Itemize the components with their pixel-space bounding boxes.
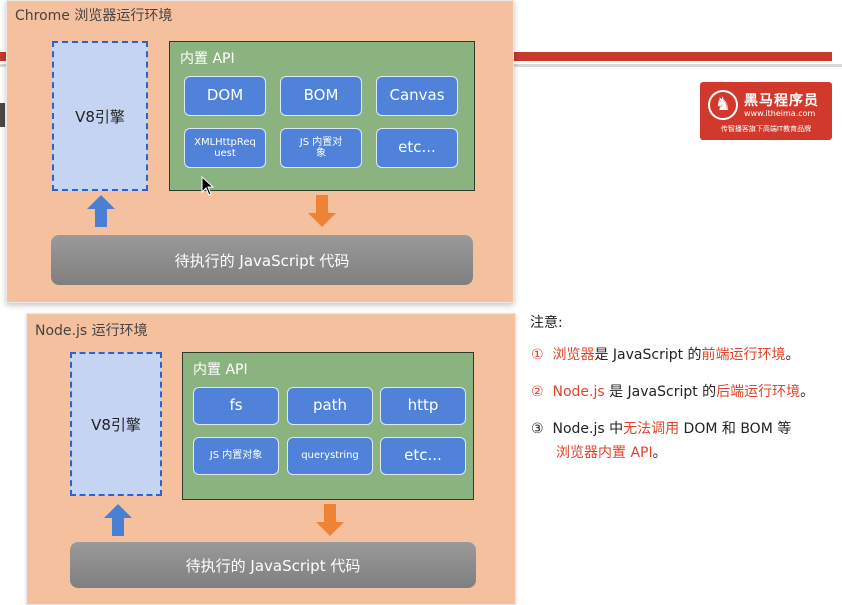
note-1-text-b: 。 xyxy=(785,347,800,363)
chrome-environment-panel: Chrome 浏览器运行环境 V8引擎 内置 API DOM BOM Canva… xyxy=(6,0,514,303)
node-api-http: http xyxy=(380,387,466,425)
note-1-highlight-a: 浏览器 xyxy=(552,347,595,363)
node-api-fs: fs xyxy=(193,387,279,425)
chrome-js-code-bar: 待执行的 JavaScript 代码 xyxy=(51,235,473,285)
node-api-etc: etc... xyxy=(380,437,466,475)
node-up-arrow-icon xyxy=(104,504,132,536)
node-js-code-bar: 待执行的 JavaScript 代码 xyxy=(70,542,476,588)
chrome-panel-title: Chrome 浏览器运行环境 xyxy=(15,8,173,24)
slide-edge-mark xyxy=(0,103,5,127)
node-code-label: 待执行的 JavaScript 代码 xyxy=(185,556,361,575)
chrome-api-etc: etc... xyxy=(376,128,458,168)
node-api-title: 内置 API xyxy=(193,362,248,378)
node-builtin-api-box: 内置 API fs path http JS 内置对象 querystring … xyxy=(182,352,474,500)
note-2-text-b: 。 xyxy=(800,384,815,400)
note-3-highlight-a: 无法调用 xyxy=(623,421,680,437)
node-environment-panel: Node.js 运行环境 V8引擎 内置 API fs path http JS… xyxy=(26,313,516,605)
chrome-api-xmlhttprequest: XMLHttpRequest xyxy=(184,128,266,168)
note-3-highlight-b: 浏览器内置 API xyxy=(556,445,653,461)
node-v8-label: V8引擎 xyxy=(91,415,141,434)
note-1: ① 浏览器是 JavaScript 的前端运行环境。 xyxy=(531,343,800,367)
node-api-path: path xyxy=(287,387,373,425)
chrome-api-canvas: Canvas xyxy=(376,76,458,116)
node-v8-engine: V8引擎 xyxy=(70,352,162,496)
chrome-api-bom: BOM xyxy=(280,76,362,116)
chrome-up-arrow-icon xyxy=(87,195,115,227)
node-down-arrow-icon xyxy=(316,504,344,536)
chrome-down-arrow-icon xyxy=(308,195,336,227)
note-2-text-a: 是 JavaScript 的 xyxy=(604,384,717,400)
note-3-text-c: 。 xyxy=(652,445,667,461)
note-3-text-b: DOM 和 BOM 等 xyxy=(679,421,792,437)
chrome-api-title: 内置 API xyxy=(180,51,235,67)
notes-title: 注意: xyxy=(530,315,563,331)
mouse-cursor-icon xyxy=(201,176,215,196)
horse-icon: ♞ xyxy=(708,90,738,120)
note-2-number: ② xyxy=(531,384,544,400)
note-2: ② Node.js 是 JavaScript 的后端运行环境。 xyxy=(531,380,814,404)
node-api-querystring: querystring xyxy=(287,437,373,475)
chrome-v8-engine: V8引擎 xyxy=(52,41,148,191)
chrome-builtin-api-box: 内置 API DOM BOM Canvas XMLHttpRequest JS … xyxy=(169,41,475,191)
chrome-v8-label: V8引擎 xyxy=(75,107,125,126)
note-2-highlight-a: Node.js xyxy=(552,384,605,400)
node-panel-title: Node.js 运行环境 xyxy=(35,323,148,339)
note-1-text-a: 是 JavaScript 的 xyxy=(594,347,702,363)
note-2-highlight-b: 后端运行环境 xyxy=(716,384,801,400)
brand-url: www.itheima.com xyxy=(744,109,816,118)
note-1-number: ① xyxy=(531,347,544,363)
chrome-api-js-builtin: JS 内置对象 xyxy=(280,128,362,168)
brand-slogan: 传智播客旗下高端IT教育品牌 xyxy=(720,125,812,133)
note-3: ③ Node.js 中无法调用 DOM 和 BOM 等 浏览器内置 API。 xyxy=(531,417,831,465)
chrome-code-label: 待执行的 JavaScript 代码 xyxy=(174,251,350,270)
note-3-number: ③ xyxy=(531,421,544,437)
chrome-api-dom: DOM xyxy=(184,76,266,116)
brand-logo: ♞ 黑马程序员 www.itheima.com 传智播客旗下高端IT教育品牌 xyxy=(700,82,832,140)
node-api-js-builtin: JS 内置对象 xyxy=(193,437,279,475)
note-3-text-a: Node.js 中 xyxy=(552,421,624,437)
brand-name: 黑马程序员 xyxy=(744,93,819,109)
note-1-highlight-b: 前端运行环境 xyxy=(701,347,786,363)
